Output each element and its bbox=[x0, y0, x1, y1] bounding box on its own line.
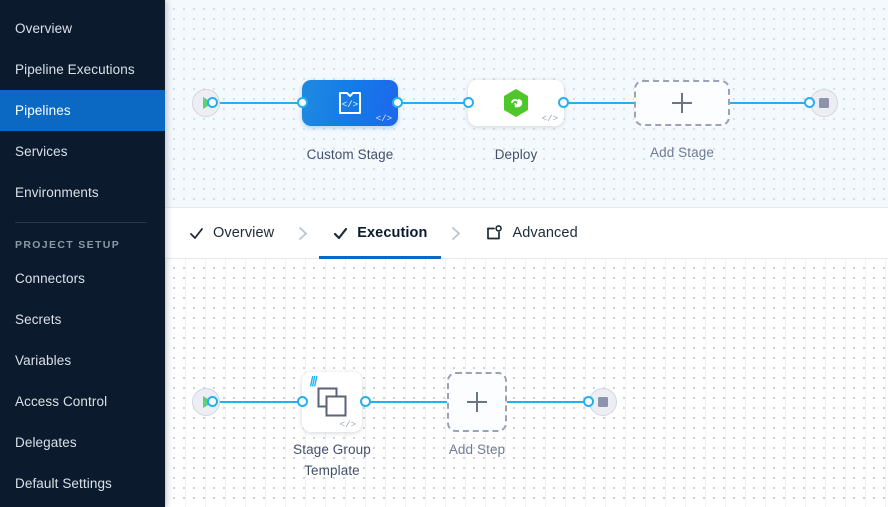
port-exec-start-out[interactable] bbox=[207, 396, 218, 407]
execution-graph-canvas[interactable]: ||| </> Stage Group Template Add Step bbox=[165, 259, 888, 507]
sidebar-item-label: Services bbox=[15, 144, 68, 159]
port-template-in[interactable] bbox=[297, 396, 308, 407]
sidebar-item-label: Pipelines bbox=[15, 103, 71, 118]
deploy-hexagon-icon bbox=[504, 89, 528, 117]
execution-label-stage-group-template: Stage Group Template bbox=[293, 442, 371, 478]
yaml-code-badge[interactable]: </> bbox=[339, 420, 356, 430]
stage-label-custom-stage: Custom Stage bbox=[306, 147, 394, 162]
stage-label-add-stage: Add Stage bbox=[650, 145, 714, 160]
tab-label: Execution bbox=[357, 225, 428, 241]
svg-text:</>: </> bbox=[342, 100, 358, 110]
stage-node-custom-stage[interactable]: </> </> bbox=[302, 80, 398, 126]
sidebar-item-overview[interactable]: Overview bbox=[0, 8, 165, 49]
tab-overview[interactable]: Overview bbox=[187, 207, 276, 259]
tab-label: Advanced bbox=[512, 225, 578, 241]
sidebar-item-environments[interactable]: Environments bbox=[0, 172, 165, 213]
tab-label: Overview bbox=[213, 225, 275, 241]
main-content: </> </> Custom Stage </> bbox=[165, 0, 888, 507]
sidebar-item-label: Default Settings bbox=[15, 476, 112, 491]
stage-node-deploy[interactable]: </> bbox=[468, 80, 564, 126]
sidebar-item-label: Secrets bbox=[15, 312, 62, 327]
add-stage-node[interactable] bbox=[634, 80, 730, 126]
stage-label-deploy: Deploy bbox=[494, 147, 538, 162]
stage-graph-canvas[interactable]: </> </> Custom Stage </> bbox=[165, 0, 888, 207]
template-card[interactable]: ||| </> bbox=[302, 372, 362, 432]
port-exec-end-in[interactable] bbox=[583, 396, 594, 407]
stage-card[interactable]: </> bbox=[468, 80, 564, 126]
execution-node-stage-group-template[interactable]: ||| </> bbox=[302, 372, 362, 432]
edge-start-to-custom bbox=[212, 102, 307, 104]
edge-deploy-to-addstage bbox=[563, 102, 658, 104]
sidebar-item-label: Environments bbox=[15, 185, 99, 200]
tab-advanced[interactable]: Advanced bbox=[484, 207, 579, 259]
sidebar-section-project-setup: PROJECT SETUP bbox=[15, 239, 121, 251]
sidebar-item-label: Overview bbox=[15, 21, 73, 36]
edge-custom-to-deploy bbox=[397, 102, 477, 104]
sidebar-item-label: Connectors bbox=[15, 271, 86, 286]
sidebar-item-label: Variables bbox=[15, 353, 72, 368]
tab-execution[interactable]: Execution bbox=[319, 207, 442, 259]
sidebar-item-variables[interactable]: Variables bbox=[0, 340, 165, 381]
check-icon bbox=[333, 226, 348, 241]
chevron-right-icon bbox=[451, 226, 462, 241]
edge-addstage-to-end bbox=[729, 102, 824, 104]
execution-start-node[interactable] bbox=[192, 388, 220, 416]
sidebar-item-default-settings[interactable]: Default Settings bbox=[0, 463, 165, 504]
plus-icon bbox=[467, 392, 487, 412]
sidebar-item-delegates[interactable]: Delegates bbox=[0, 422, 165, 463]
sidebar-item-pipeline-executions[interactable]: Pipeline Executions bbox=[0, 49, 165, 90]
stage-card[interactable]: </> </> bbox=[302, 80, 398, 126]
pipeline-tab-bar: Overview Execution bbox=[165, 207, 888, 259]
plus-icon bbox=[672, 93, 692, 113]
port-custom-out[interactable] bbox=[392, 97, 403, 108]
yaml-code-badge[interactable]: </> bbox=[541, 114, 558, 124]
sidebar-nav: Overview Pipeline Executions Pipelines S… bbox=[0, 0, 165, 507]
edge-addstep-to-exec-end bbox=[505, 401, 610, 403]
port-start-out[interactable] bbox=[207, 97, 218, 108]
port-template-out[interactable] bbox=[360, 396, 371, 407]
sidebar-divider bbox=[15, 222, 147, 223]
sidebar-item-services[interactable]: Services bbox=[0, 131, 165, 172]
custom-stage-code-icon: </> bbox=[339, 92, 361, 114]
chevron-right-icon bbox=[298, 226, 309, 241]
advanced-settings-icon bbox=[486, 224, 503, 242]
edge-template-to-addstep bbox=[365, 401, 480, 403]
play-icon bbox=[192, 388, 220, 416]
execution-label-add-step: Add Step bbox=[448, 442, 506, 457]
add-step-button[interactable] bbox=[447, 372, 507, 432]
port-custom-in[interactable] bbox=[297, 97, 308, 108]
edge-exec-start-to-template bbox=[212, 401, 307, 403]
sidebar-item-connectors[interactable]: Connectors bbox=[0, 258, 165, 299]
add-step-node[interactable] bbox=[447, 372, 507, 432]
check-icon bbox=[189, 226, 204, 241]
sidebar-item-secrets[interactable]: Secrets bbox=[0, 299, 165, 340]
sidebar-item-access-control[interactable]: Access Control bbox=[0, 381, 165, 422]
add-stage-button[interactable] bbox=[634, 80, 730, 126]
port-deploy-out[interactable] bbox=[558, 97, 569, 108]
yaml-code-badge[interactable]: </> bbox=[375, 114, 392, 124]
port-deploy-in[interactable] bbox=[463, 97, 474, 108]
sidebar-item-label: Delegates bbox=[15, 435, 77, 450]
port-end-in[interactable] bbox=[804, 97, 815, 108]
sidebar-item-label: Pipeline Executions bbox=[15, 62, 135, 77]
template-layers-icon bbox=[317, 387, 347, 417]
sidebar-item-label: Access Control bbox=[15, 394, 108, 409]
sidebar-item-pipelines[interactable]: Pipelines bbox=[0, 90, 165, 131]
